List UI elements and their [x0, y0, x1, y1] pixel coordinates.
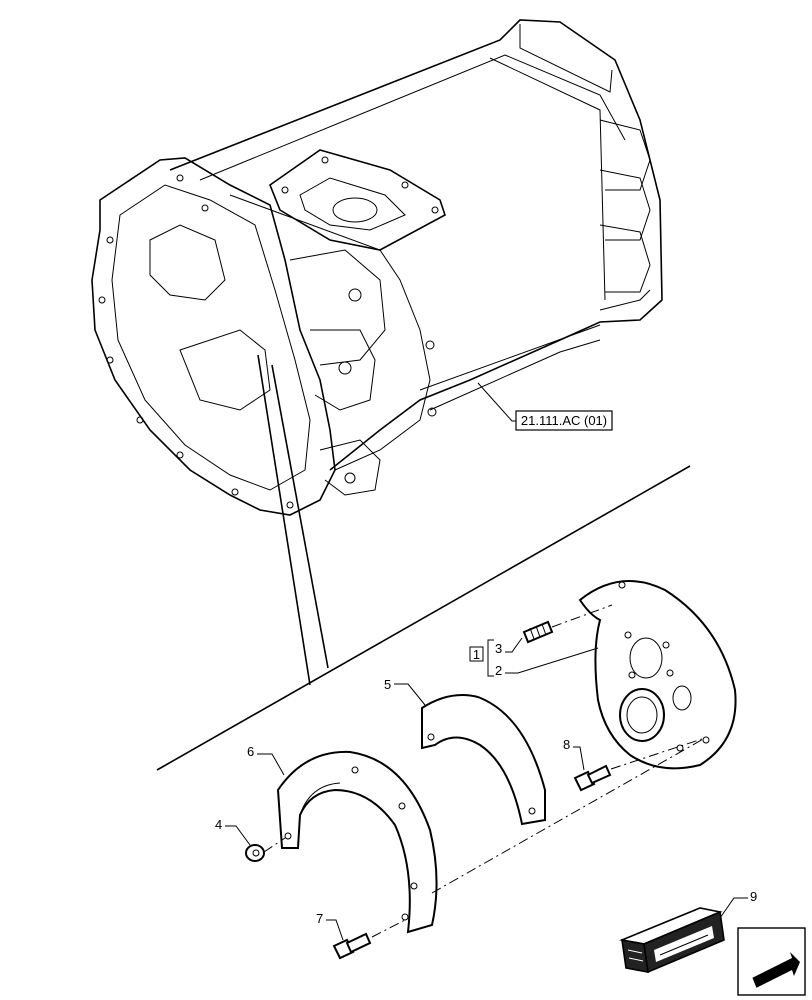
service-kit-box-icon: [619, 907, 725, 974]
arrow-icon[interactable]: [737, 927, 806, 996]
pointer-line-right: [271, 364, 329, 669]
callout-7: 7: [316, 911, 323, 926]
reference-leader: [477, 382, 520, 422]
separator-line: [156, 465, 691, 771]
reference-box[interactable]: 21.111.AC (01): [515, 410, 613, 431]
part-3-stud: [522, 620, 554, 644]
part-2-flange-plate: [578, 580, 737, 770]
pointer-line-left: [257, 354, 311, 686]
part-8-bolt: [573, 764, 612, 792]
callout-kit-bracket: 1: [469, 639, 494, 677]
part-4-washer: [245, 844, 265, 862]
transmission-housing: [91, 19, 663, 516]
callout-9: 9: [750, 889, 757, 904]
callout-2: 2: [495, 663, 502, 678]
callout-5: 5: [384, 677, 391, 692]
kit-index-label: 1: [473, 647, 480, 662]
part-7-bolt: [332, 932, 372, 960]
reference-label: 21.111.AC (01): [521, 413, 607, 428]
part-6-half-ring: [276, 750, 438, 934]
callout-3: 3: [495, 641, 502, 656]
part-5-half-shim: [421, 694, 546, 826]
callout-8: 8: [563, 737, 570, 752]
callout-4: 4: [215, 817, 222, 832]
callout-6: 6: [247, 744, 254, 759]
